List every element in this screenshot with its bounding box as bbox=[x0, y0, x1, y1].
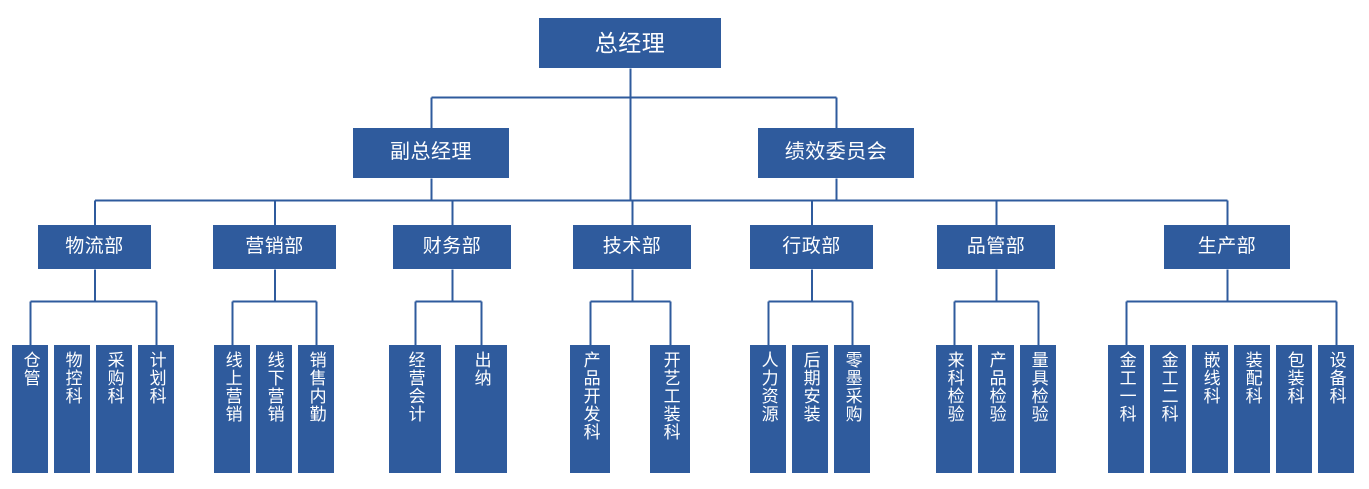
node-label: 后期安装 bbox=[800, 351, 820, 423]
node-label: 技术部 bbox=[602, 235, 662, 257]
node-label: 采购科 bbox=[104, 351, 124, 405]
node-label: 量具检验 bbox=[1028, 351, 1048, 423]
node-label: 行政部 bbox=[782, 235, 841, 257]
node-sub-department[interactable]: 量具检验 bbox=[1020, 345, 1056, 473]
node-sub-department[interactable]: 出纳 bbox=[455, 345, 507, 473]
node-label: 人力资源 bbox=[758, 351, 778, 423]
node-deputy-general-manager[interactable]: 副总经理 bbox=[353, 128, 509, 178]
node-label: 副总经理 bbox=[390, 141, 472, 164]
node-label: 设备科 bbox=[1326, 351, 1346, 405]
node-sub-department[interactable]: 金工二科 bbox=[1150, 345, 1186, 473]
node-label: 财务部 bbox=[422, 235, 482, 257]
node-label: 经营会计 bbox=[405, 351, 425, 423]
node-department-technology[interactable]: 技术部 bbox=[573, 225, 691, 269]
node-performance-committee[interactable]: 绩效委员会 bbox=[758, 128, 914, 178]
node-sub-department[interactable]: 线上营销 bbox=[214, 345, 250, 473]
node-label: 来科检验 bbox=[944, 351, 964, 423]
node-label: 线上营销 bbox=[222, 351, 242, 423]
node-label: 总经理 bbox=[594, 29, 666, 56]
node-label: 出纳 bbox=[471, 351, 491, 387]
node-sub-department[interactable]: 产品开发科 bbox=[570, 345, 610, 473]
node-label: 装配科 bbox=[1242, 351, 1262, 405]
node-label: 金工一科 bbox=[1116, 351, 1136, 423]
node-label: 生产部 bbox=[1197, 235, 1257, 257]
node-label: 包装科 bbox=[1284, 351, 1304, 405]
node-department-finance[interactable]: 财务部 bbox=[393, 225, 511, 269]
node-sub-department[interactable]: 装配科 bbox=[1234, 345, 1270, 473]
node-label: 物流部 bbox=[65, 235, 124, 257]
node-sub-department[interactable]: 嵌线科 bbox=[1192, 345, 1228, 473]
node-sub-department[interactable]: 设备科 bbox=[1318, 345, 1354, 473]
node-sub-department[interactable]: 计划科 bbox=[138, 345, 174, 473]
node-label: 营销部 bbox=[245, 235, 304, 257]
node-label: 绩效委员会 bbox=[784, 141, 888, 164]
node-label: 开艺工装科 bbox=[660, 351, 680, 441]
node-label: 销售内勤 bbox=[306, 351, 326, 423]
node-label: 嵌线科 bbox=[1200, 351, 1220, 405]
node-sub-department[interactable]: 后期安装 bbox=[792, 345, 828, 473]
node-general-manager[interactable]: 总经理 bbox=[539, 18, 721, 68]
node-sub-department[interactable]: 来科检验 bbox=[936, 345, 972, 473]
node-label: 物控科 bbox=[62, 351, 82, 405]
node-label: 品管部 bbox=[966, 235, 1026, 257]
node-sub-department[interactable]: 采购科 bbox=[96, 345, 132, 473]
node-sub-department[interactable]: 包装科 bbox=[1276, 345, 1312, 473]
node-label: 线下营销 bbox=[264, 351, 284, 423]
node-sub-department[interactable]: 金工一科 bbox=[1108, 345, 1144, 473]
node-label: 金工二科 bbox=[1158, 351, 1178, 423]
node-sub-department[interactable]: 线下营销 bbox=[256, 345, 292, 473]
node-sub-department[interactable]: 仓管 bbox=[12, 345, 48, 473]
node-department-quality[interactable]: 品管部 bbox=[937, 225, 1055, 269]
node-label: 仓管 bbox=[20, 351, 40, 387]
node-label: 计划科 bbox=[146, 351, 166, 405]
node-sub-department[interactable]: 销售内勤 bbox=[298, 345, 334, 473]
node-sub-department[interactable]: 开艺工装科 bbox=[650, 345, 690, 473]
node-sub-department[interactable]: 人力资源 bbox=[750, 345, 786, 473]
node-sub-department[interactable]: 经营会计 bbox=[389, 345, 441, 473]
node-department-logistics[interactable]: 物流部 bbox=[38, 225, 151, 269]
node-department-production[interactable]: 生产部 bbox=[1164, 225, 1290, 269]
node-sub-department[interactable]: 产品检验 bbox=[978, 345, 1014, 473]
node-label: 产品开发科 bbox=[580, 351, 600, 441]
node-department-marketing[interactable]: 营销部 bbox=[213, 225, 336, 269]
node-sub-department[interactable]: 零墨采购 bbox=[834, 345, 870, 473]
node-label: 零墨采购 bbox=[842, 351, 862, 423]
node-sub-department[interactable]: 物控科 bbox=[54, 345, 90, 473]
node-department-administration[interactable]: 行政部 bbox=[750, 225, 873, 269]
node-label: 产品检验 bbox=[986, 351, 1006, 423]
